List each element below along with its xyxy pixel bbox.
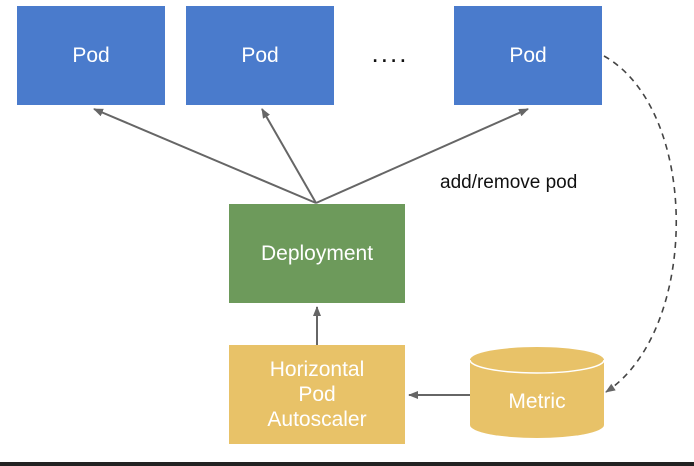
pod-label-1: Pod: [72, 44, 110, 67]
pod-box-2: Pod: [186, 6, 334, 105]
deployment-label: Deployment: [260, 242, 374, 265]
metric-cylinder-icon: [469, 347, 605, 438]
pod-label-3: Pod: [509, 44, 547, 67]
dashed-arrow-pod-to-metric: [603, 55, 678, 393]
hpa-label-line-3: Autoscaler: [267, 408, 367, 431]
pod-box-3: Pod: [454, 6, 602, 105]
arrow-deployment-to-pod-1: [93, 108, 317, 204]
hpa-label-line-1: Horizontal: [269, 358, 365, 381]
add-remove-pod-annotation: add/remove pod: [440, 172, 578, 193]
hpa-label: Horizontal Pod Autoscaler: [267, 357, 366, 432]
hpa-label-line-2: Pod: [298, 383, 336, 406]
pod-label-2: Pod: [241, 44, 279, 67]
horizontal-pod-autoscaler-box: Horizontal Pod Autoscaler: [229, 345, 405, 444]
arrow-deployment-to-pod-3: [315, 108, 529, 204]
arrow-deployment-to-pod-2: [261, 108, 317, 204]
pod-box-1: Pod: [17, 6, 165, 105]
more-pods-ellipsis: ....: [371, 38, 409, 68]
bottom-border: [0, 462, 694, 466]
deployment-box: Deployment: [229, 204, 405, 303]
metric-label: Metric: [508, 390, 566, 413]
